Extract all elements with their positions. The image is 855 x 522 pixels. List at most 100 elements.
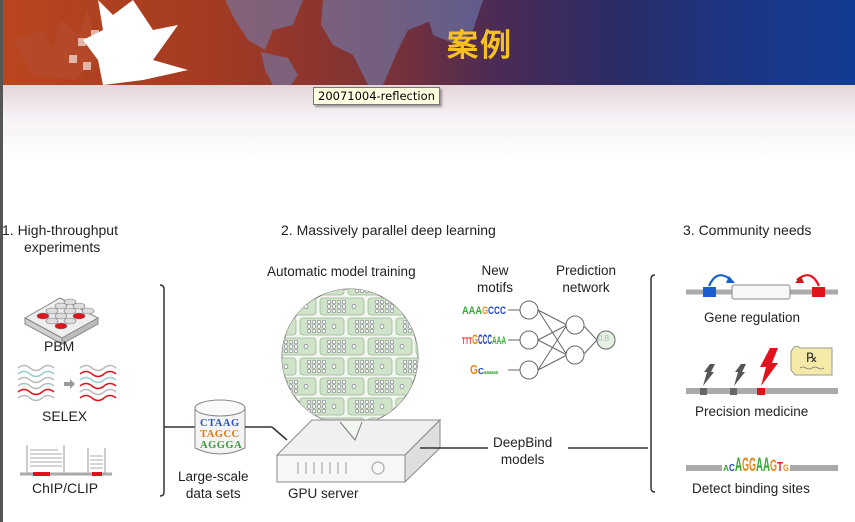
network-node xyxy=(433,385,437,389)
network-node xyxy=(448,305,452,309)
network-node xyxy=(283,419,289,425)
network-node xyxy=(326,304,332,309)
network-node xyxy=(269,320,273,324)
network-node xyxy=(283,348,289,354)
precision-medicine-icon: ℞ xyxy=(686,345,838,395)
network-node xyxy=(412,324,418,329)
network-node xyxy=(321,364,327,369)
network-node xyxy=(293,344,299,349)
network-node xyxy=(389,339,395,345)
network-node xyxy=(293,348,299,354)
network-node xyxy=(274,360,278,364)
network-node xyxy=(264,325,268,329)
network-node xyxy=(293,308,299,314)
network-node xyxy=(359,324,365,329)
network-node xyxy=(417,289,418,294)
network-node xyxy=(331,339,337,345)
network-node xyxy=(402,364,408,369)
network-node xyxy=(417,328,418,334)
network-node xyxy=(379,304,385,309)
network-node xyxy=(303,344,309,349)
network-node xyxy=(365,280,369,284)
network-node xyxy=(407,404,413,409)
section2-heading: 2. Massively parallel deep learning xyxy=(281,222,496,238)
network-node xyxy=(423,385,427,389)
network-node xyxy=(379,339,385,345)
network-node xyxy=(354,328,360,334)
network-node xyxy=(389,379,395,385)
network-node xyxy=(283,384,289,389)
network-node xyxy=(403,285,407,289)
network-node xyxy=(384,299,390,305)
network-node xyxy=(282,384,284,389)
network-node xyxy=(288,339,294,345)
network-node xyxy=(389,348,395,354)
network-node xyxy=(311,404,317,409)
dataset-seq-2: TAGCC xyxy=(200,429,240,440)
network-node xyxy=(293,304,299,309)
network-node xyxy=(264,289,268,293)
network-node xyxy=(428,349,432,353)
network-node xyxy=(351,344,357,349)
dataset-label: Large-scale data sets xyxy=(178,468,249,502)
network-node xyxy=(433,380,437,384)
model-tile xyxy=(395,317,418,336)
network-node xyxy=(364,359,370,365)
network-node xyxy=(379,384,385,389)
network-node xyxy=(269,365,273,369)
pbm-label: PBM xyxy=(44,338,75,354)
network-node xyxy=(412,319,418,325)
network-node xyxy=(306,364,312,369)
network-node xyxy=(321,404,327,409)
network-node xyxy=(322,285,326,289)
network-node xyxy=(417,364,418,369)
network-node xyxy=(264,285,268,289)
network-node xyxy=(428,300,432,304)
network-node xyxy=(369,324,375,329)
section1-heading: 1. High-throughput experiments xyxy=(2,222,118,256)
network-node xyxy=(384,344,390,349)
network-node xyxy=(269,409,273,413)
network-node xyxy=(282,299,284,305)
network-node xyxy=(351,304,357,309)
network-node xyxy=(438,309,442,313)
network-node xyxy=(294,429,298,433)
model-tile xyxy=(282,317,297,336)
network-node xyxy=(306,399,312,405)
slide-header-banner xyxy=(3,0,855,85)
network-node xyxy=(259,365,263,369)
network-node xyxy=(259,360,263,364)
svg-text:℞: ℞ xyxy=(806,350,818,365)
network-node xyxy=(433,349,437,353)
network-node xyxy=(274,320,278,324)
network-node xyxy=(433,345,437,349)
network-node xyxy=(448,345,452,349)
network-node xyxy=(264,405,268,409)
network-node xyxy=(288,304,294,309)
network-node xyxy=(311,408,317,414)
gpu-server-label: GPU server xyxy=(288,486,359,501)
network-node xyxy=(374,308,380,314)
network-node xyxy=(269,405,273,409)
network-node xyxy=(311,399,317,405)
network-node xyxy=(379,344,385,349)
network-node xyxy=(317,280,321,284)
microarray-plate-icon xyxy=(23,297,100,345)
network-node xyxy=(384,379,390,385)
network-node xyxy=(354,364,360,369)
network-node xyxy=(306,359,312,365)
network-node xyxy=(316,319,322,325)
network-node xyxy=(417,324,418,329)
network-node xyxy=(370,285,374,289)
network-node xyxy=(438,349,442,353)
network-node xyxy=(274,405,278,409)
network-node xyxy=(374,304,380,309)
network-node xyxy=(282,419,284,425)
network-node xyxy=(259,280,263,284)
network-node xyxy=(336,308,342,314)
network-node xyxy=(307,280,311,284)
network-node xyxy=(407,368,413,374)
motifs-label: New motifs xyxy=(477,262,513,296)
network-node xyxy=(359,408,365,414)
network-node xyxy=(428,380,432,384)
